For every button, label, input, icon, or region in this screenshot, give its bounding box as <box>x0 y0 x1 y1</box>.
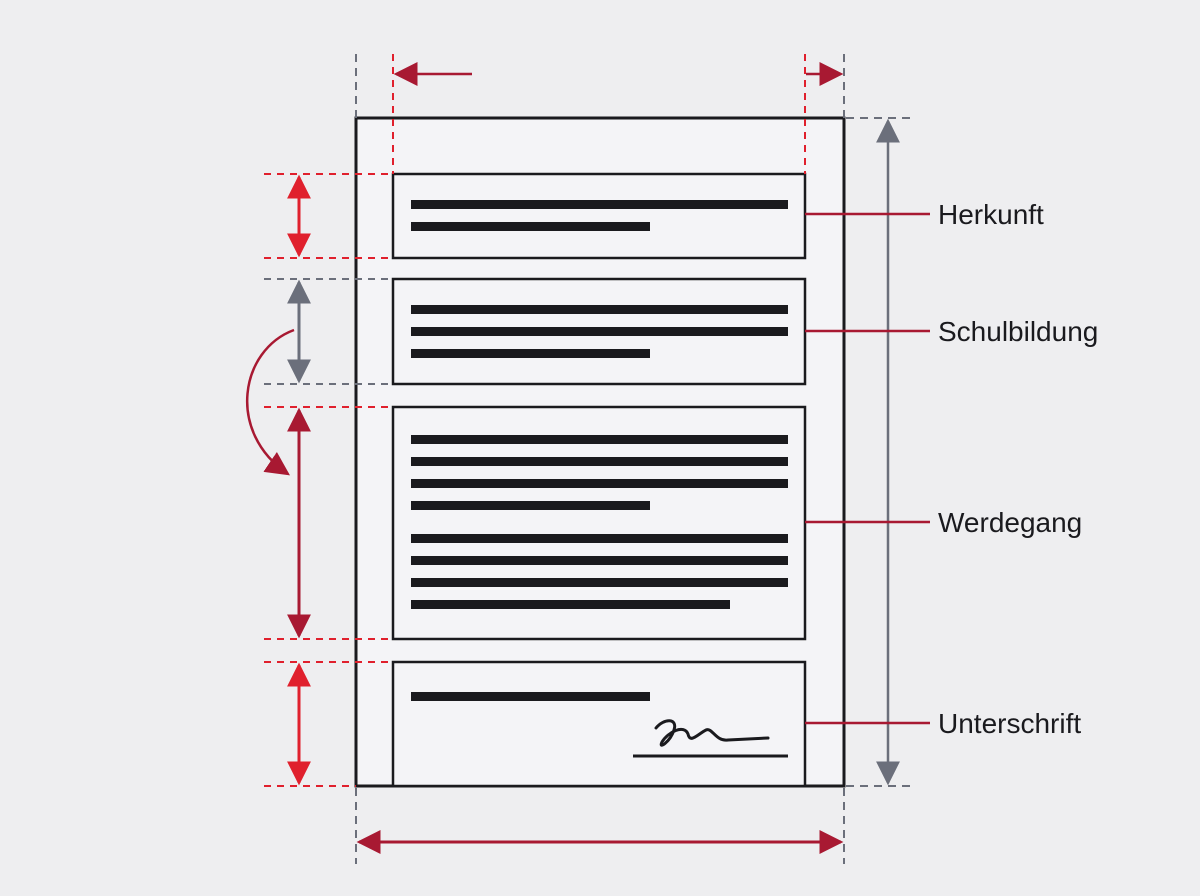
label-origin: Herkunft <box>938 199 1044 230</box>
label-signature: Unterschrift <box>938 708 1081 739</box>
label-leader-lines <box>805 212 930 725</box>
label-schooling: Schulbildung <box>938 316 1098 347</box>
margin-guides <box>392 54 806 174</box>
text-placeholder-lines <box>411 200 788 701</box>
section-boundary-guides-gray <box>264 278 393 385</box>
section-box-origin <box>391 172 807 260</box>
section-boundary-guides-red <box>264 173 393 787</box>
page-edge-guides <box>355 54 845 864</box>
curved-flow-arrow <box>245 328 295 476</box>
label-career: Werdegang <box>938 507 1082 538</box>
signature-scribble-icon <box>654 719 770 747</box>
section-box-signature <box>391 660 807 788</box>
page-height-guides <box>846 117 914 787</box>
